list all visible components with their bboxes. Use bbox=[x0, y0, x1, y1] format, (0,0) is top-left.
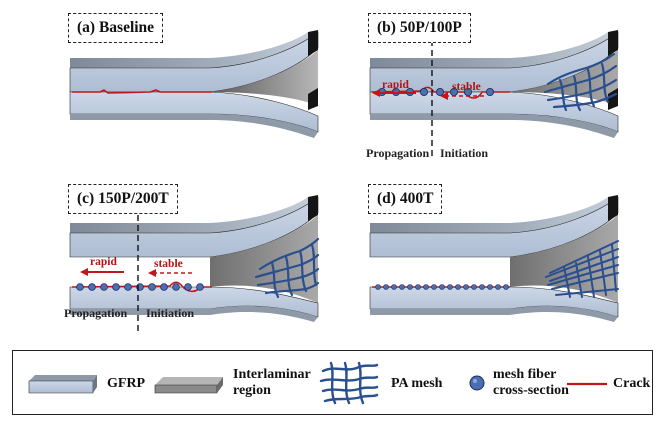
legend-interlaminar-line2: region bbox=[233, 383, 271, 398]
panel-b-fiber-cross-sections bbox=[377, 88, 495, 97]
legend-box: GFRP Interlaminar region PA mesh mesh fi… bbox=[12, 350, 653, 415]
legend-fiber-line2: cross-section bbox=[493, 383, 569, 398]
legend-interlaminar-line1: Interlaminar bbox=[233, 367, 311, 382]
panel-a-baseline: (a) Baseline bbox=[60, 10, 360, 148]
panel-a-lower-arm bbox=[69, 88, 319, 138]
panel-b-50p-100p: (b) 50P/100P rapid stable Propagation In… bbox=[360, 10, 660, 160]
panel-d-label: (d) 400T bbox=[368, 184, 443, 214]
panel-a-upper-arm bbox=[69, 30, 319, 93]
panel-b-label: (b) 50P/100P bbox=[368, 13, 471, 43]
panel-b-specimen bbox=[369, 20, 619, 158]
legend-interlaminar-swatch bbox=[154, 377, 223, 394]
panel-d-400t: (d) 400T bbox=[360, 184, 660, 323]
panel-b-rapid-label: rapid bbox=[382, 79, 409, 91]
panel-b-stable-label: stable bbox=[452, 81, 481, 93]
panel-c-stable-arrow bbox=[148, 269, 192, 277]
legend-crack-label: Crack bbox=[613, 376, 651, 391]
panel-b-stable-arrow bbox=[440, 92, 484, 100]
legend-gfrp-label: GFRP bbox=[107, 376, 146, 391]
panel-c-fiber-cross-sections bbox=[76, 283, 204, 291]
panel-b-propagation-label: Propagation bbox=[366, 146, 430, 160]
panel-c-label: (c) 150P/200T bbox=[68, 184, 178, 214]
panel-d-specimen bbox=[369, 195, 619, 322]
panel-b-initiation-label: Initiation bbox=[440, 146, 489, 160]
panel-d-pa-mesh bbox=[545, 240, 619, 298]
panel-c-rapid-arrow bbox=[80, 268, 124, 276]
panel-a-specimen bbox=[69, 30, 319, 138]
legend-gfrp-swatch bbox=[28, 375, 97, 394]
panel-b-rapid-arrow bbox=[372, 89, 416, 97]
legend-fiber-swatch bbox=[469, 375, 485, 391]
panel-c-crack bbox=[71, 281, 212, 293]
panel-a-gap bbox=[210, 50, 318, 106]
legend-pa-mesh-label: PA mesh bbox=[391, 376, 443, 391]
panel-c-stable-label: stable bbox=[154, 258, 183, 270]
panel-c-specimen bbox=[69, 195, 320, 335]
legend-crack-swatch bbox=[567, 382, 607, 386]
legend-pa-mesh-swatch bbox=[319, 361, 379, 405]
legend-fiber-line1: mesh fiber bbox=[493, 367, 557, 382]
panel-b-pa-mesh bbox=[543, 52, 618, 112]
panel-c-150p-200t: (c) 150P/200T rapid stable Propagation I… bbox=[60, 184, 360, 335]
panel-c-propagation-label: Propagation bbox=[64, 306, 128, 320]
panel-a-label: (a) Baseline bbox=[68, 13, 164, 43]
legend-interlaminar-label: Interlaminar region bbox=[233, 367, 311, 399]
panel-d-fiber-cross-sections bbox=[375, 284, 509, 290]
legend-fiber-label: mesh fiber cross-section bbox=[493, 367, 569, 399]
panel-a-crack bbox=[72, 89, 212, 94]
panel-c-initiation-label: Initiation bbox=[146, 306, 195, 320]
panel-c-rapid-label: rapid bbox=[90, 256, 117, 268]
panel-c-pa-mesh bbox=[254, 237, 320, 299]
